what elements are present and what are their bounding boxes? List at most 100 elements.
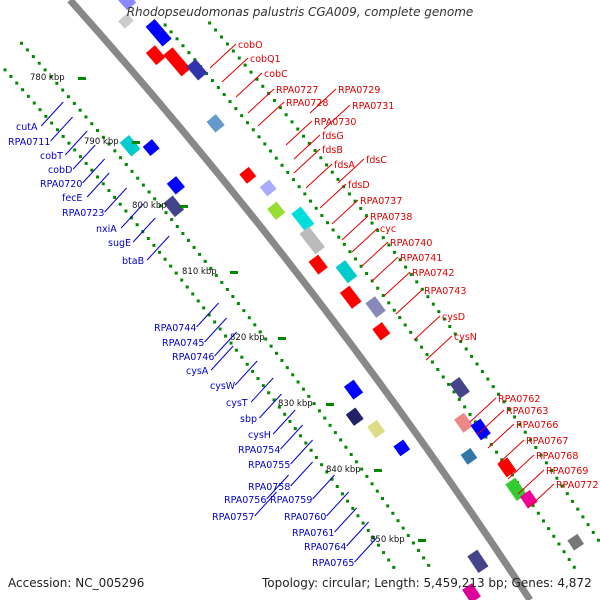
track-dot — [163, 23, 167, 27]
genome-summary: Topology: circular; Length: 5,459,213 bp… — [262, 576, 592, 590]
track-dot — [513, 415, 517, 419]
gene-block — [163, 195, 185, 218]
track-dot — [205, 72, 209, 76]
track-dot — [158, 204, 162, 208]
track-dot — [365, 272, 369, 276]
track-dot — [539, 453, 543, 457]
track-dot — [216, 86, 220, 90]
track-dot — [475, 362, 479, 366]
track-dot — [359, 264, 363, 268]
gene-label: RPA0761 — [292, 528, 334, 539]
label-leader — [527, 483, 555, 509]
track-dot — [431, 302, 435, 306]
track-dot — [381, 236, 385, 240]
label-leader — [104, 187, 127, 213]
label-leader — [82, 158, 105, 184]
track-dot — [586, 523, 590, 527]
track-dot — [214, 28, 218, 32]
track-dot — [261, 84, 265, 88]
label-leader — [323, 104, 351, 130]
track-dot — [236, 302, 240, 306]
gene-label: RPA0746 — [172, 352, 214, 363]
track-dot — [381, 294, 385, 298]
gene-label: RPA0769 — [546, 466, 588, 477]
track-dot — [500, 458, 504, 462]
track-dot — [192, 245, 196, 249]
track-dot — [415, 280, 419, 284]
track-dot — [550, 469, 554, 473]
gene-label: RPA0744 — [154, 323, 196, 334]
track-dot — [210, 79, 214, 83]
accession-value: NC_005296 — [75, 576, 145, 590]
gene-block — [239, 166, 257, 184]
track-dot — [290, 120, 294, 124]
track-dot — [284, 113, 288, 117]
track-dot — [457, 397, 461, 401]
track-dot — [3, 68, 7, 72]
track-dot — [175, 225, 179, 229]
gene-label: cysN — [454, 332, 477, 343]
track-dot — [518, 423, 522, 427]
track-dot — [107, 142, 111, 146]
scale-tick-label: 840 kbp — [326, 465, 361, 475]
gene-label: RPA0740 — [390, 238, 432, 249]
track-dot — [342, 242, 346, 246]
track-dot — [422, 556, 426, 560]
gene-block — [335, 260, 358, 284]
gene-label: sugE — [108, 238, 131, 249]
track-dot — [437, 310, 441, 314]
track-dot — [269, 344, 273, 348]
track-dot — [497, 392, 501, 396]
accession-label: Accession: — [8, 576, 72, 590]
label-leader — [487, 423, 515, 449]
track-dot — [251, 128, 255, 132]
gene-block — [367, 419, 386, 439]
label-leader — [337, 158, 365, 184]
track-dot — [286, 170, 290, 174]
track-dot — [175, 37, 179, 41]
track-dot — [255, 77, 259, 81]
track-dot — [360, 467, 364, 471]
track-dot — [280, 163, 284, 167]
track-dot — [470, 354, 474, 358]
gene-label: nxiA — [96, 224, 117, 235]
label-leader — [346, 521, 369, 547]
track-dot — [348, 250, 352, 254]
gene-block — [142, 139, 160, 157]
label-leader — [50, 116, 73, 142]
track-dot — [90, 168, 94, 172]
gene-block — [462, 583, 481, 604]
track-dot — [361, 521, 365, 525]
track-dot — [502, 400, 506, 404]
track-dot — [187, 51, 191, 55]
gene-block — [345, 407, 364, 426]
track-dot — [376, 228, 380, 232]
label-leader — [469, 397, 497, 423]
track-dot — [463, 405, 467, 409]
track-dot — [214, 273, 218, 277]
track-dot — [296, 127, 300, 131]
label-leader — [214, 331, 237, 357]
track-dot — [288, 419, 292, 423]
gene-block — [393, 439, 411, 457]
track-dot — [67, 95, 71, 99]
track-dot — [347, 192, 351, 196]
label-leader — [319, 183, 347, 209]
track-dot — [335, 485, 339, 489]
gene-label: fdsD — [348, 180, 370, 191]
label-leader — [285, 120, 313, 146]
label-leader — [40, 101, 64, 127]
track-dot — [242, 309, 246, 313]
length-label: Length: — [374, 576, 420, 590]
track-dot — [371, 536, 375, 540]
gene-block — [166, 176, 185, 195]
label-leader — [309, 88, 337, 114]
gene-label: RPA0768 — [536, 451, 578, 462]
label-leader — [290, 461, 313, 487]
label-leader — [361, 241, 389, 267]
track-dot — [229, 341, 233, 345]
track-dot — [344, 445, 348, 449]
scale-tick-mark — [132, 141, 140, 144]
